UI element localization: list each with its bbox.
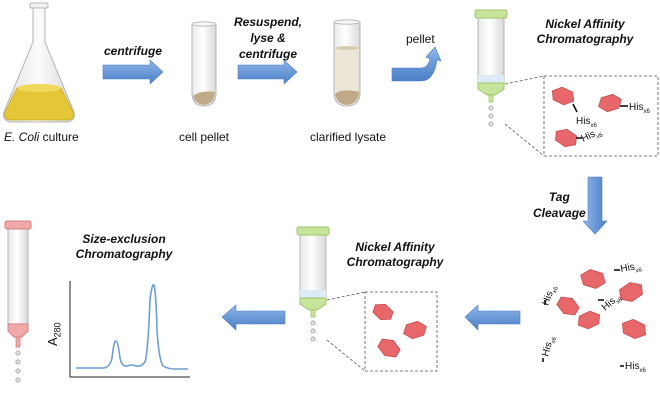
clarified-lysate-label: clarified lysate — [309, 130, 387, 144]
chromatogram-y-label: A280 — [45, 322, 65, 346]
tag-cleavage-line-2: Cleavage — [533, 206, 586, 220]
his-tag-label: Hisx6 — [540, 334, 558, 358]
clarified-lysate-tube-icon — [333, 19, 361, 107]
nickel-affinity-1-line-2: Chromatography — [536, 32, 634, 46]
tag-cleavage-line-1: Tag — [548, 190, 570, 204]
arrow-tag-cleavage — [582, 176, 608, 235]
nickel-affinity-2-label: Nickel Affinity Chromatography — [347, 240, 444, 270]
arrow-resuspend — [237, 59, 298, 85]
nickel-column-1-icon — [474, 9, 508, 127]
his-tag-link — [572, 103, 578, 113]
protein-hexagon — [377, 338, 401, 358]
y-label-sub: 280 — [52, 322, 63, 338]
y-label-main: A — [45, 337, 60, 346]
nickel-affinity-2-line-1: Nickel Affinity — [355, 240, 435, 254]
protein-hexagon — [580, 269, 606, 289]
nickel-column-2-icon — [296, 226, 330, 342]
size-exclusion-line-1: Size-exclusion — [82, 232, 166, 246]
cell-pellet-label: cell pellet — [178, 130, 230, 144]
his-tag-label: Hisx6 — [629, 102, 650, 115]
protein-hexagon — [622, 318, 646, 340]
size-exclusion-column-icon — [4, 220, 32, 383]
resuspend-line-2: lyse & — [250, 31, 286, 45]
his-tag-label: Hisx6 — [625, 361, 646, 374]
protein-hexagon — [556, 296, 580, 316]
pellet-label: pellet — [406, 32, 435, 46]
protein-hexagon — [551, 86, 575, 106]
resuspend-line-3: centrifuge — [238, 47, 298, 61]
protein-hexagon — [403, 320, 427, 340]
protein-hexagon — [577, 310, 601, 330]
his-tag-label: Hisx6 — [576, 116, 597, 129]
centrifuge-label: centrifuge — [103, 44, 163, 58]
arrow-centrifuge — [102, 59, 164, 85]
cell-pellet-tube-icon — [191, 21, 217, 107]
tag-cleavage-label: Tag Cleavage — [533, 189, 586, 221]
his-tag-label: Hisx6 — [540, 283, 560, 308]
protein-hexagon — [598, 93, 622, 113]
size-exclusion-line-2: Chromatography — [75, 247, 173, 261]
proteins-box-2 — [372, 304, 427, 358]
culture-label-rest: culture — [39, 130, 79, 144]
nickel-affinity-1-label: Nickel Affinity Chromatography — [537, 17, 634, 47]
protein-hexagon — [619, 282, 643, 302]
resuspend-label: Resuspend, lyse & centrifuge — [234, 14, 302, 62]
arrow-to-nickel-2 — [464, 304, 521, 331]
arrow-pellet — [391, 46, 442, 82]
chromatogram-trace — [76, 283, 188, 370]
nickel-affinity-1-line-1: Nickel Affinity — [545, 17, 625, 31]
size-exclusion-label: Size-exclusion Chromatography — [76, 232, 173, 262]
arrow-to-size-exclusion — [221, 304, 286, 331]
resuspend-line-1: Resuspend, — [233, 15, 303, 29]
protein-hexagon — [372, 304, 394, 320]
culture-label-italic: E. Coli — [4, 130, 40, 144]
protein-hexagon — [555, 128, 577, 148]
culture-flask-icon — [3, 2, 75, 123]
his-tag-label: Hisx6 — [620, 260, 643, 277]
chromatogram-plot — [69, 281, 190, 378]
culture-label: E. Coli culture — [4, 130, 79, 144]
nickel-affinity-2-line-2: Chromatography — [346, 255, 444, 269]
